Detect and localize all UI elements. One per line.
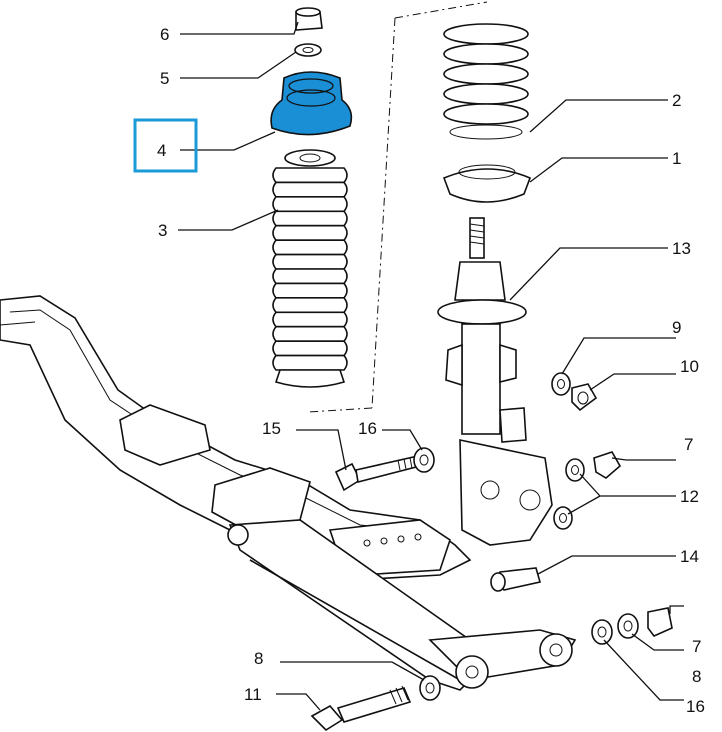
part-14-bolt [490,567,542,592]
bellows-fold [272,253,348,270]
callout-2: 2 [672,91,681,110]
callout-6: 6 [160,25,169,44]
callout-14: 14 [680,547,699,566]
bellows-fold [272,340,348,357]
part-12-washer-lower [553,506,573,530]
bellows-fold [272,181,348,198]
callout-7-lower: 7 [692,637,701,656]
leader-lines [178,21,684,711]
part-8-washer-left [419,675,441,701]
spring-coil-end [449,124,523,140]
part-2-coil-spring [443,23,529,140]
part-7-nut-lower [647,607,673,637]
bellows-fold [272,239,348,256]
bellows-fold [272,311,348,328]
callout-9: 9 [672,318,681,337]
callout-12: 12 [680,487,699,506]
part-10-nut [571,383,598,412]
bellows-fold [272,210,348,227]
callout-7-upper: 7 [684,435,693,454]
callout-15: 15 [262,419,281,438]
bellows-fold [272,354,348,371]
callout-8-left: 8 [254,649,263,668]
part-5-washer [294,43,322,57]
highlight-box [133,118,198,173]
callout-13: 13 [672,239,691,258]
part-4-upper-mount [270,71,353,136]
callout-10: 10 [680,357,699,376]
axle-beam [0,295,577,691]
spring-coil [443,43,529,65]
bellows-fold [272,282,348,299]
part-15-bolt [334,455,421,492]
part-11-bolt [310,685,412,732]
spring-coil [443,23,529,45]
bellows-fold [272,196,348,213]
part-7-nut-upper [593,451,622,479]
part-3-dust-boot [272,149,348,388]
callout-5: 5 [160,69,169,88]
bellows-fold [272,167,348,184]
callout-16-upper: 16 [358,419,377,438]
part-13-strut [437,217,553,546]
bellows-fold [272,297,348,314]
part-16-washer-lower [591,619,613,645]
callout-11: 11 [244,685,262,704]
callout-3: 3 [158,221,167,240]
part-16-washer-upper [413,447,435,473]
bellows-fold [272,325,348,342]
callout-labels: 6 5 4 3 2 1 13 9 10 15 16 7 12 14 7 8 8 … [157,25,705,716]
callout-16-lower: 16 [686,697,705,716]
spring-coil [443,83,529,105]
spring-coil [443,63,529,85]
part-9-washer [551,372,571,396]
spring-coil [443,103,529,125]
callout-1: 1 [672,149,681,168]
part-6-nut [295,7,323,31]
bellows-fold [272,268,348,285]
part-1-spring-seat [442,164,532,203]
bellows-fold [272,224,348,241]
callout-8-right: 8 [692,667,701,686]
part-8-washer-right [617,613,639,639]
callout-4: 4 [157,141,166,160]
assembly-guides [307,1,488,413]
part-12-washer-upper [565,458,585,482]
